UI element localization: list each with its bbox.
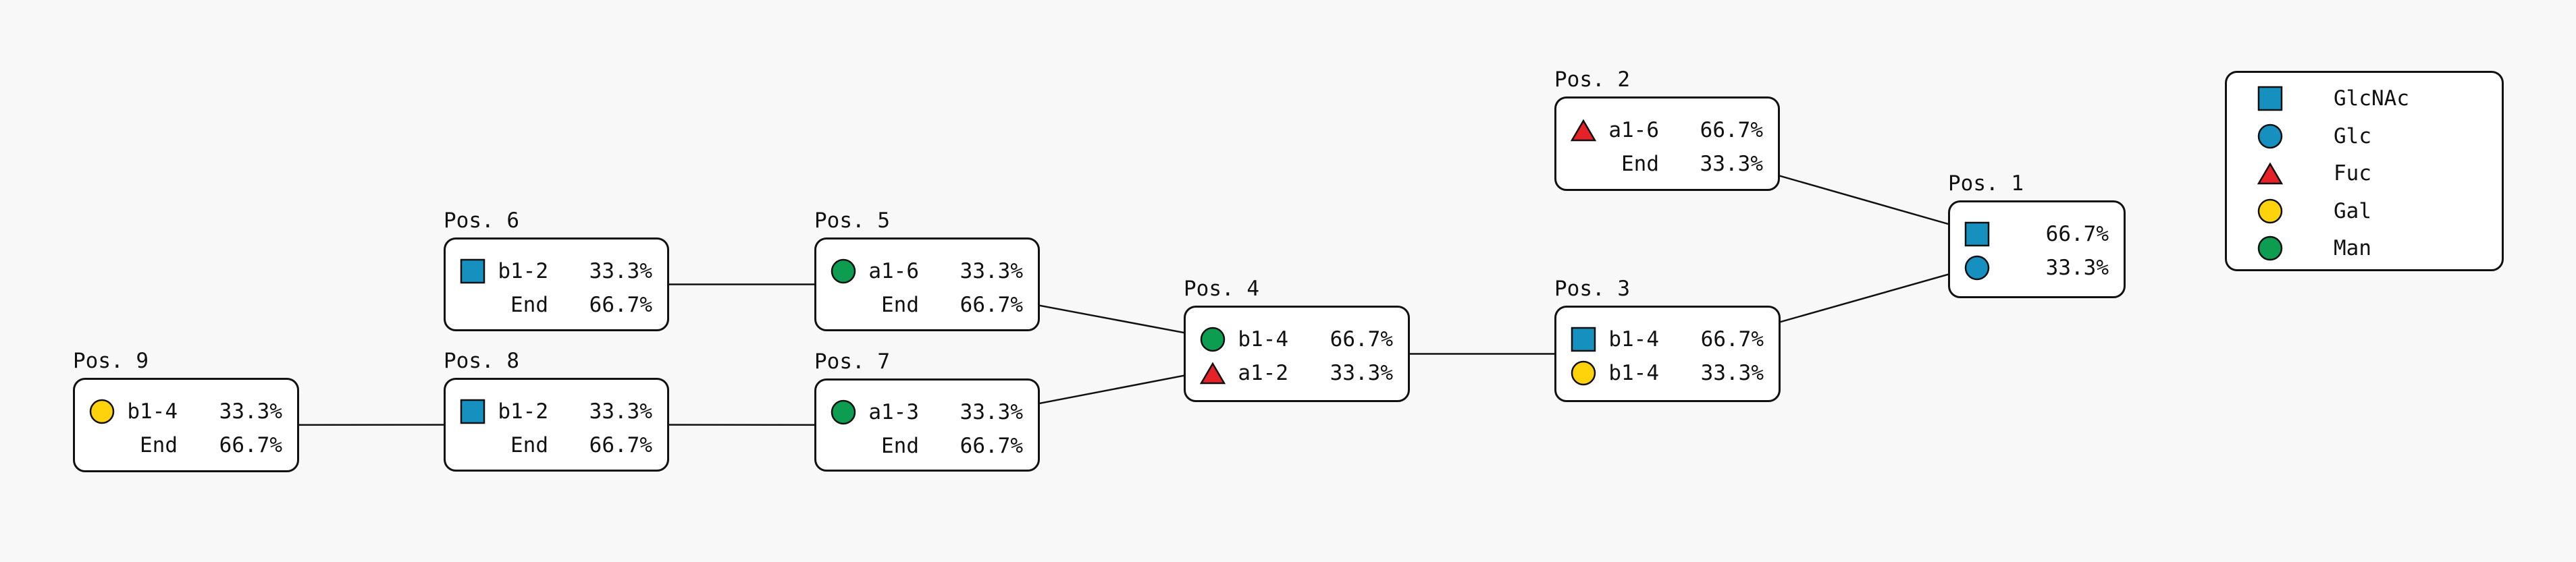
row-linkage: b1-4	[1608, 361, 1659, 385]
node-row: End 66.7%	[446, 288, 667, 322]
node-label-pos4: Pos. 4	[1184, 277, 1259, 301]
node-label-pos9: Pos. 9	[73, 349, 149, 373]
node-box-pos7: a1-3 33.3% End 66.7%	[814, 378, 1040, 472]
row-percentage: 66.7%	[1330, 327, 1393, 352]
node-box-pos5: a1-6 33.3% End 66.7%	[814, 237, 1040, 331]
row-percentage: 33.3%	[960, 400, 1023, 424]
node-label-pos6: Pos. 6	[444, 208, 519, 233]
legend-label: Glc	[2334, 123, 2371, 148]
row-percentage: 33.3%	[960, 259, 1023, 283]
node-row: b1-2 33.3%	[446, 395, 667, 428]
legend-label: Man	[2334, 236, 2371, 260]
glc-circle-icon	[1964, 254, 1991, 281]
row-percentage: 33.3%	[1330, 361, 1393, 385]
node-label-pos7: Pos. 7	[814, 349, 890, 374]
node-box-pos8: b1-2 33.3% End 66.7%	[444, 378, 669, 472]
row-linkage: b1-4	[1608, 327, 1659, 352]
legend-item-glcnac: GlcNAc	[2227, 82, 2502, 115]
glcnac-square-icon	[459, 258, 486, 285]
node-row: a1-6 33.3%	[816, 254, 1038, 288]
row-percentage: 66.7%	[1700, 118, 1763, 142]
node-label-pos3: Pos. 3	[1554, 277, 1630, 301]
legend-item-fuc: Fuc	[2227, 157, 2502, 190]
legend-item-man: Man	[2227, 231, 2502, 265]
node-box-pos1: 66.7% 33.3%	[1948, 200, 2126, 298]
node-box-pos9: b1-4 33.3% End 66.7%	[73, 378, 299, 472]
node-row: b1-4 33.3%	[1556, 356, 1779, 390]
row-linkage: End	[510, 433, 548, 457]
row-percentage: 66.7%	[219, 433, 282, 457]
row-linkage: End	[510, 293, 548, 317]
row-percentage: 33.3%	[589, 259, 652, 283]
row-linkage: End	[881, 293, 919, 317]
row-linkage: End	[1621, 152, 1659, 176]
glcnac-square-icon	[1964, 221, 1991, 248]
row-linkage: a1-6	[868, 259, 919, 283]
glc-circle-icon	[2257, 123, 2284, 150]
node-label-pos2: Pos. 2	[1554, 67, 1630, 92]
row-percentage: 33.3%	[1700, 361, 1764, 385]
row-percentage: 66.7%	[1700, 327, 1764, 352]
gal-circle-icon	[2257, 198, 2284, 225]
row-percentage: 33.3%	[2045, 256, 2109, 280]
gal-circle-icon	[88, 398, 115, 425]
row-percentage: 33.3%	[219, 399, 282, 424]
row-linkage: End	[140, 433, 178, 457]
man-circle-icon	[830, 258, 857, 285]
node-row: End 66.7%	[446, 428, 667, 462]
node-row: b1-4 66.7%	[1556, 322, 1779, 356]
node-row: a1-6 66.7%	[1556, 113, 1778, 147]
row-percentage: 33.3%	[1700, 152, 1763, 176]
row-linkage: b1-2	[498, 259, 548, 283]
row-percentage: 66.7%	[960, 434, 1023, 458]
node-label-pos1: Pos. 1	[1948, 171, 2024, 196]
node-row: b1-4 66.7%	[1186, 322, 1408, 356]
node-row: 66.7%	[1950, 217, 2124, 251]
glcnac-square-icon	[1570, 326, 1597, 353]
node-label-pos8: Pos. 8	[444, 349, 519, 373]
node-row: End 66.7%	[816, 429, 1038, 463]
node-box-pos4: b1-4 66.7% a1-2 33.3%	[1184, 306, 1410, 402]
man-circle-icon	[2257, 235, 2284, 262]
glcnac-square-icon	[459, 398, 486, 425]
legend-label: Fuc	[2334, 161, 2371, 186]
node-row: b1-2 33.3%	[446, 254, 667, 288]
node-row: End 33.3%	[1556, 147, 1778, 181]
legend-item-glc: Glc	[2227, 119, 2502, 153]
row-percentage: 66.7%	[589, 293, 652, 317]
legend-label: Gal	[2334, 198, 2371, 223]
legend-label: GlcNAc	[2334, 86, 2409, 111]
node-box-pos2: a1-6 66.7% End 33.3%	[1554, 96, 1780, 191]
row-linkage: End	[881, 434, 919, 458]
row-linkage: a1-2	[1238, 361, 1288, 385]
node-row: a1-3 33.3%	[816, 395, 1038, 429]
row-linkage: b1-4	[127, 399, 178, 424]
row-linkage: b1-4	[1238, 327, 1288, 352]
fuc-triangle-icon	[2257, 160, 2284, 187]
glcnac-square-icon	[2257, 85, 2284, 112]
row-percentage: 66.7%	[960, 293, 1023, 317]
row-percentage: 33.3%	[589, 399, 652, 424]
node-label-pos5: Pos. 5	[814, 208, 890, 233]
fuc-triangle-icon	[1199, 360, 1226, 387]
legend-item-gal: Gal	[2227, 194, 2502, 228]
row-linkage: a1-3	[868, 400, 919, 424]
row-linkage: b1-2	[498, 399, 548, 424]
gal-circle-icon	[1570, 360, 1597, 387]
man-circle-icon	[1199, 326, 1226, 353]
man-circle-icon	[830, 399, 857, 426]
fuc-triangle-icon	[1570, 117, 1597, 144]
node-row: End 66.7%	[75, 428, 297, 462]
node-row: 33.3%	[1950, 251, 2124, 285]
node-row: a1-2 33.3%	[1186, 356, 1408, 390]
row-percentage: 66.7%	[2045, 222, 2109, 246]
node-box-pos6: b1-2 33.3% End 66.7%	[444, 237, 669, 331]
row-linkage: a1-6	[1608, 118, 1659, 142]
node-row: b1-4 33.3%	[75, 395, 297, 428]
row-percentage: 66.7%	[589, 433, 652, 457]
node-row: End 66.7%	[816, 288, 1038, 322]
node-box-pos3: b1-4 66.7% b1-4 33.3%	[1554, 306, 1781, 402]
